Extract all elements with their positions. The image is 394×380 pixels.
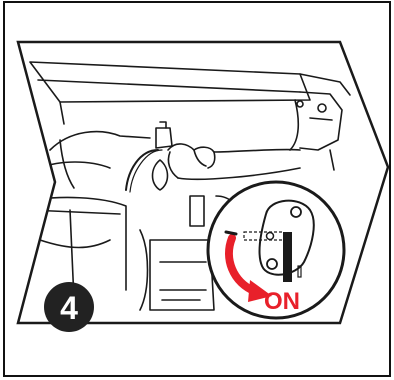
step-number: 4 (60, 290, 78, 326)
on-label: ON (264, 288, 300, 315)
valve-callout: ON (208, 182, 344, 318)
step-badge: 4 (44, 282, 94, 332)
